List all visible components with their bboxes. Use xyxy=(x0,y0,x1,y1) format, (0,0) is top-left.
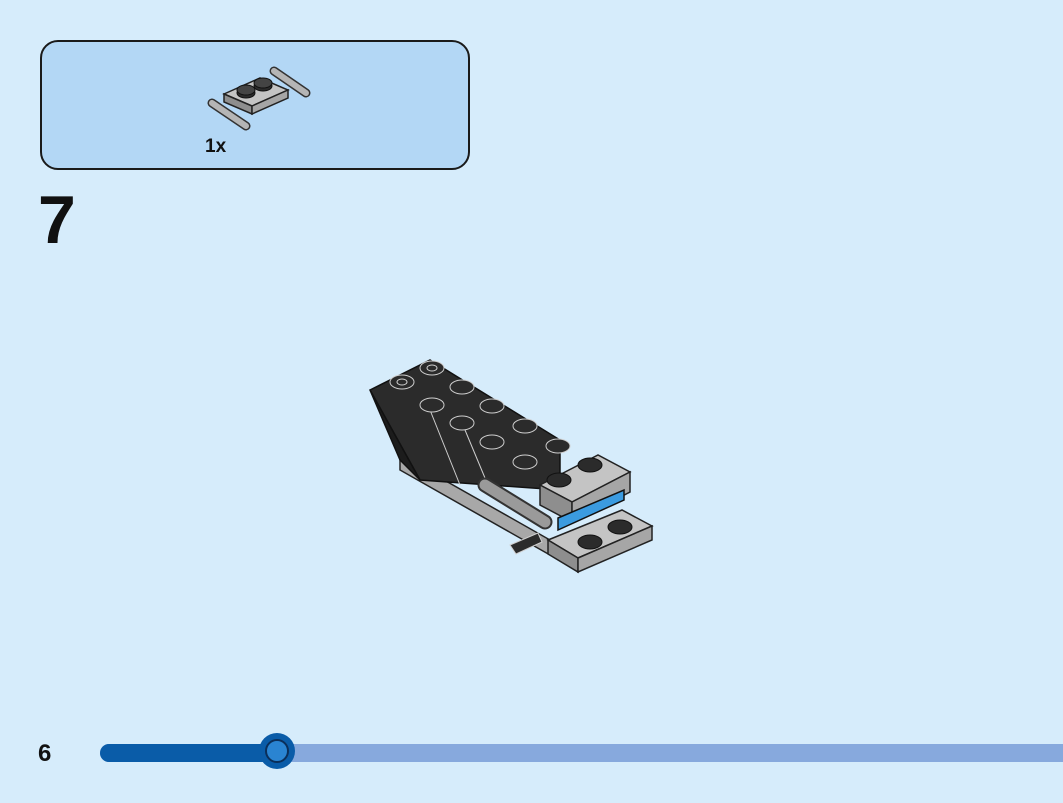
progress-knob xyxy=(259,733,295,769)
model-assembly-illustration xyxy=(368,359,654,574)
progress-fill xyxy=(100,744,277,762)
step-number: 7 xyxy=(38,182,76,258)
page-number: 6 xyxy=(38,740,52,767)
parts-list-box: 1x xyxy=(40,40,470,170)
progress-bar xyxy=(100,733,1063,769)
part-quantity: 1x xyxy=(205,136,227,157)
plate-with-bar-handles-icon xyxy=(207,66,311,131)
progress-track xyxy=(100,744,1063,762)
